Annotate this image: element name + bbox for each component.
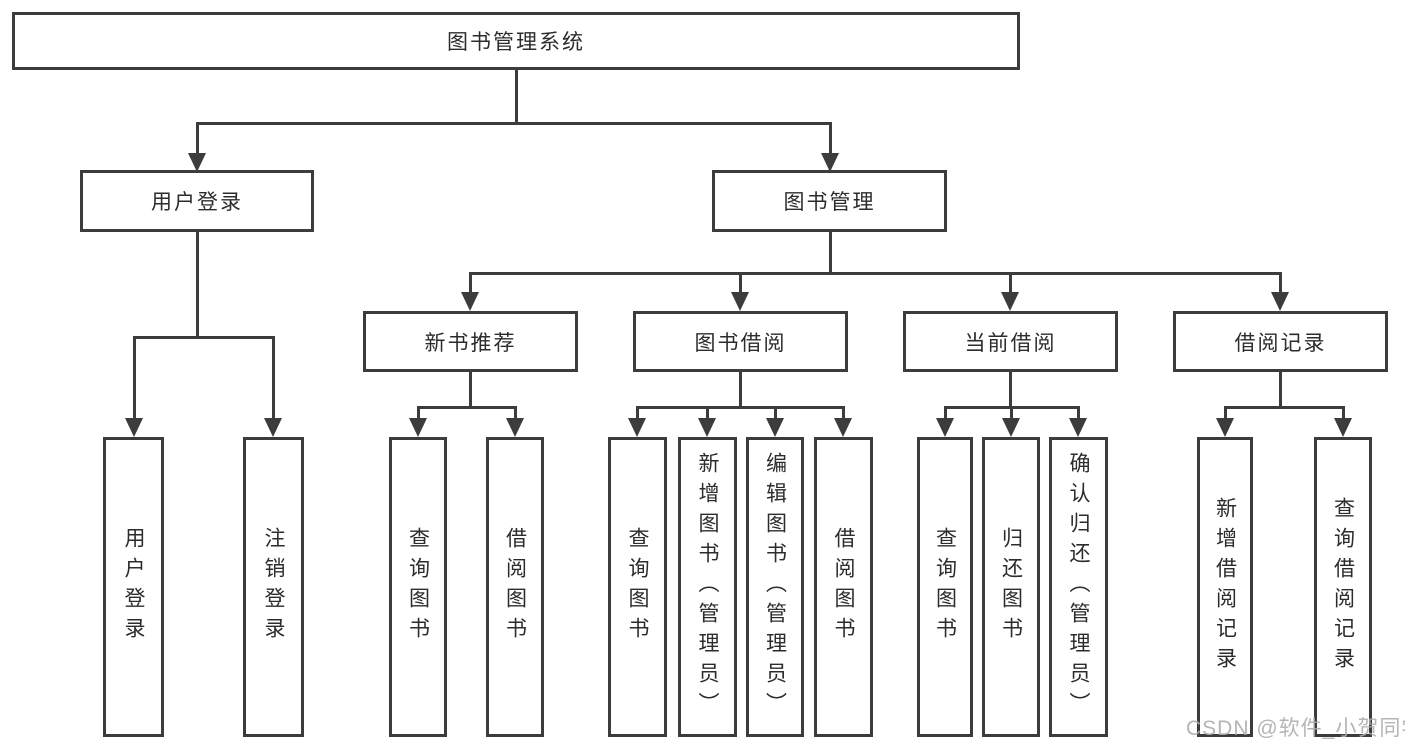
arrow-down-icon (1334, 418, 1352, 437)
arrow-down-icon (264, 418, 282, 437)
arrow-down-icon (506, 418, 524, 437)
connector-line (829, 122, 832, 158)
connector-line (1224, 406, 1227, 423)
leaf-return-books: 归还图书 (982, 437, 1040, 737)
arrow-down-icon (821, 153, 839, 172)
arrow-down-icon (461, 292, 479, 311)
connector-line (739, 272, 742, 297)
connector-line (944, 406, 947, 423)
connector-line (706, 406, 709, 423)
node-current-borrowing: 当前借阅 (903, 311, 1118, 372)
connector-line (1279, 272, 1282, 297)
connector-line (1342, 406, 1345, 423)
arrow-down-icon (834, 418, 852, 437)
connector-line (196, 122, 832, 125)
leaf-confirm-return-admin: 确认归还（管理员） (1049, 437, 1108, 737)
arrow-down-icon (731, 292, 749, 311)
leaf-label: 归还图书 (999, 527, 1023, 647)
leaf-label: 查询借阅记录 (1331, 497, 1355, 677)
connector-line (1279, 372, 1282, 409)
connector-line (739, 372, 742, 409)
leaf-borrow-books-1: 借阅图书 (486, 437, 544, 737)
leaf-label: 借阅图书 (832, 527, 855, 647)
connector-line (133, 336, 275, 339)
arrow-down-icon (766, 418, 784, 437)
connector-line (842, 406, 845, 423)
connector-line (196, 232, 199, 339)
connector-line (1009, 372, 1012, 409)
arrow-down-icon (628, 418, 646, 437)
connector-line (469, 272, 1282, 275)
connector-line (1009, 272, 1012, 297)
leaf-label: 查询图书 (626, 527, 649, 647)
arrow-down-icon (698, 418, 716, 437)
arrow-down-icon (188, 153, 206, 172)
connector-line (417, 406, 420, 423)
connector-line (469, 372, 472, 409)
leaf-logout: 注销登录 (243, 437, 304, 737)
leaf-label: 新增借阅记录 (1213, 497, 1237, 677)
connector-line (417, 406, 517, 409)
node-user-login: 用户登录 (80, 170, 314, 232)
leaf-query-books-2: 查询图书 (608, 437, 667, 737)
arrow-down-icon (1002, 418, 1020, 437)
node-library-management-system: 图书管理系统 (12, 12, 1020, 70)
leaf-query-borrow-record: 查询借阅记录 (1314, 437, 1372, 737)
csdn-watermark: CSDN @软件_小贺同学 (1186, 717, 1405, 740)
connector-line (272, 336, 275, 423)
arrow-down-icon (936, 418, 954, 437)
connector-line (469, 272, 472, 297)
connector-line (514, 406, 517, 423)
leaf-user-login: 用户登录 (103, 437, 164, 737)
connector-line (774, 406, 777, 423)
arrow-down-icon (409, 418, 427, 437)
leaf-label: 确认归还（管理员） (1067, 452, 1090, 722)
connector-line (636, 406, 639, 423)
leaf-label: 注销登录 (262, 527, 285, 647)
connector-line (829, 232, 832, 275)
node-book-management: 图书管理 (712, 170, 947, 232)
leaf-label: 编辑图书（管理员） (763, 452, 787, 722)
connector-line (196, 122, 199, 158)
arrow-down-icon (1271, 292, 1289, 311)
leaf-label: 查询图书 (933, 527, 957, 647)
leaf-edit-book-admin: 编辑图书（管理员） (746, 437, 804, 737)
arrow-down-icon (1069, 418, 1087, 437)
connector-line (1010, 406, 1013, 423)
leaf-borrow-books-2: 借阅图书 (814, 437, 873, 737)
node-new-book-recommendation: 新书推荐 (363, 311, 578, 372)
node-book-borrowing: 图书借阅 (633, 311, 848, 372)
leaf-add-borrow-record: 新增借阅记录 (1197, 437, 1253, 737)
connector-line (1077, 406, 1080, 423)
node-borrowing-records: 借阅记录 (1173, 311, 1388, 372)
leaf-label: 用户登录 (122, 527, 145, 647)
arrow-down-icon (1216, 418, 1234, 437)
leaf-label: 借阅图书 (503, 527, 527, 647)
leaf-label: 新增图书（管理员） (696, 452, 719, 722)
connector-line (636, 406, 845, 409)
arrow-down-icon (125, 418, 143, 437)
leaf-add-book-admin: 新增图书（管理员） (678, 437, 737, 737)
connector-line (133, 336, 136, 423)
leaf-query-books-3: 查询图书 (917, 437, 973, 737)
leaf-query-books-1: 查询图书 (389, 437, 447, 737)
arrow-down-icon (1001, 292, 1019, 311)
leaf-label: 查询图书 (406, 527, 430, 647)
connector-line (1224, 406, 1345, 409)
connector-line (515, 70, 518, 125)
